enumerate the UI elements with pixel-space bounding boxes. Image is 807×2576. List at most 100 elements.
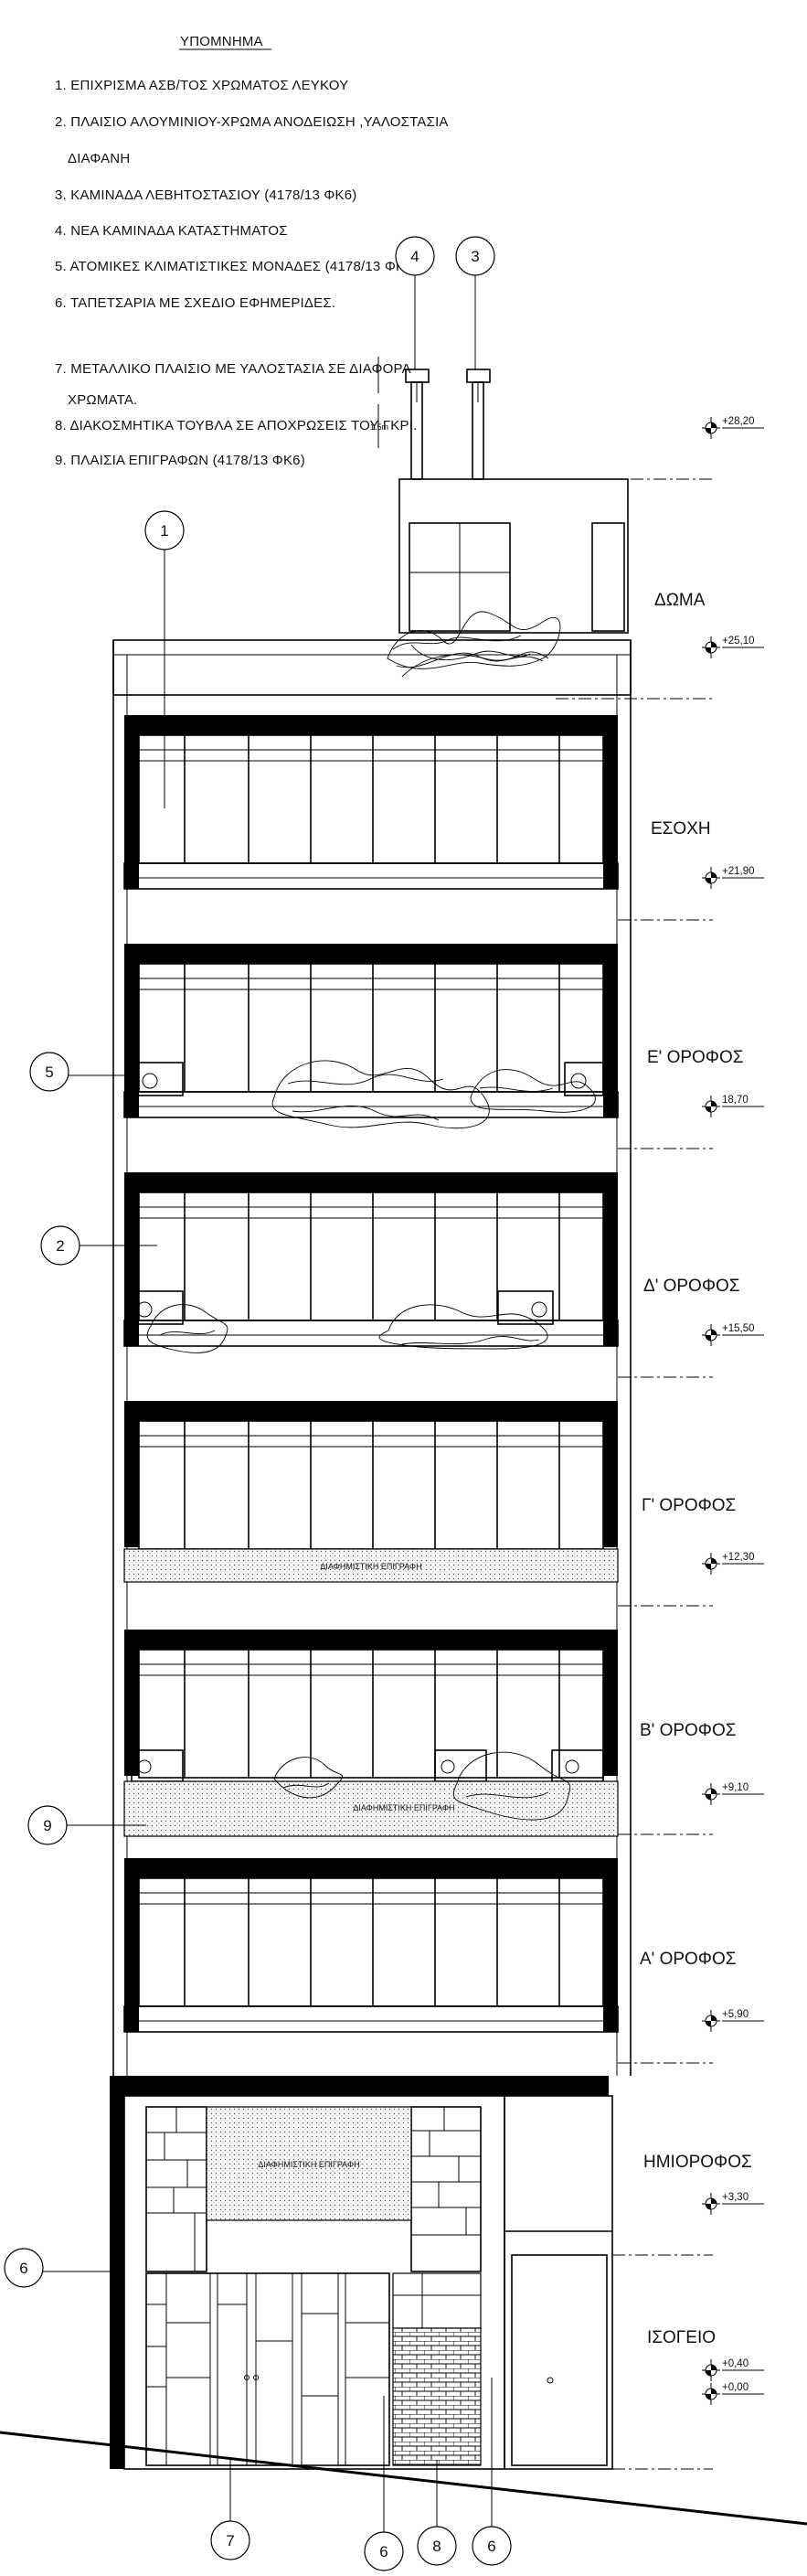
- floor-label-esoxi: ΕΣΟΧΗ: [651, 819, 711, 839]
- ac-unit: [564, 1062, 604, 1096]
- floor-label-roof: ΔΩΜΑ: [654, 591, 706, 610]
- level-value: +25,10: [722, 636, 755, 647]
- callout-5: 5: [29, 1052, 130, 1092]
- sign-panel: ΔΙΑΦΗΜΙΣΤΙΚΗ ΕΠΙΓΡΑΦΗ: [123, 1548, 619, 1583]
- callout-7-number: 7: [226, 2532, 234, 2549]
- mezzanine-sign-text: ΔΙΑΦΗΜΙΣΤΙΚΗ ΕΠΙΓΡΑΦΗ: [258, 2160, 359, 2169]
- callout-6-right: 6: [472, 2378, 512, 2566]
- level-value: +15,50: [722, 1323, 755, 1334]
- callout-8-number: 8: [432, 2538, 441, 2555]
- callout-8: 8: [417, 2460, 457, 2566]
- callout-5-number: 5: [45, 1064, 53, 1081]
- callout-3: 3: [455, 236, 495, 369]
- decorative-bricks: [392, 2272, 482, 2466]
- level-value: +21,90: [722, 866, 755, 877]
- callout-1-number: 1: [160, 522, 168, 540]
- ground-line: [0, 2431, 807, 2526]
- chimney-3: [466, 369, 491, 480]
- floor-4-facade: [123, 1172, 619, 1347]
- floor-2-facade: ΔΙΑΦΗΜΙΣΤΙΚΗ ΕΠΙΓΡΑΦΗ: [123, 1630, 619, 1837]
- callout-6-left-number: 6: [19, 2260, 27, 2277]
- level-markers: +28,20 +25,10 +21,90 18,70 +15,50 +12,30 +9,10…: [702, 416, 764, 2405]
- callout-6-left: 6: [4, 2248, 119, 2288]
- chimney-dimension: 1.5m: [370, 357, 388, 448]
- callout-2-number: 2: [56, 1237, 64, 1255]
- callout-3-number: 3: [471, 248, 479, 265]
- legend: ΥΠΟΜΝΗΜΑ 1. ΕΠΙΧΡΙΣΜΑ ΑΣΒ/ΤΟΣ ΧΡΩΜΑΤΟΣ Λ…: [55, 34, 449, 468]
- floor-1-facade: [123, 1858, 619, 2033]
- callout-4-number: 4: [410, 248, 419, 265]
- floor-label-1: Α' ΟΡΟΦΟΣ: [640, 1950, 737, 1969]
- level-value: 18,70: [722, 1095, 749, 1106]
- level-marker-ground: +0,40: [702, 2358, 764, 2381]
- ground-floor-facade: ΔΙΑΦΗΜΙΣΤΙΚΗ ΕΠΙΓΡΑΦΗ: [110, 2076, 613, 2470]
- building-outline: [112, 639, 632, 2076]
- floor-label-4: Δ' ΟΡΟΦΟΣ: [643, 1277, 740, 1296]
- floor-5-facade: [123, 944, 619, 1118]
- sign-panel-text: ΔΙΑΦΗΜΙΣΤΙΚΗ ΕΠΙΓΡΑΦΗ: [353, 1803, 454, 1812]
- level-marker-zero: +0,00: [702, 2382, 764, 2405]
- floor-label-5: Ε' ΟΡΟΦΟΣ: [647, 1048, 744, 1067]
- callout-4: 4: [395, 236, 435, 369]
- callout-2: 2: [40, 1225, 157, 1266]
- legend-item-3: 3. ΚΑΜΙΝΑΔΑ ΛΕΒΗΤΟΣΤΑΣΙΟΥ (4178/13 ΦΚ6): [55, 187, 357, 203]
- shop-door: [511, 2254, 608, 2466]
- legend-item-2: 2. ΠΛΑΙΣΙΟ ΑΛΟΥΜΙΝΙΟΥ-ΧΡΩΜΑ ΑΝΟΔΕΙΩΣΗ ,Υ…: [55, 114, 449, 130]
- level-marker-floor-5: 18,70: [702, 1095, 764, 1117]
- floor-label-3: Γ' ΟΡΟΦΟΣ: [642, 1496, 736, 1515]
- callout-7: 7: [210, 2460, 250, 2560]
- metal-frame-glazing: [145, 2106, 482, 2272]
- level-value: +0,00: [722, 2382, 749, 2393]
- callout-6-right-number: 6: [487, 2538, 495, 2555]
- level-value: +3,30: [722, 2192, 749, 2203]
- legend-item-6: 6. ΤΑΠΕΤΣΑΡΙΑ ΜΕ ΣΧΕΔΙΟ ΕΦΗΜΕΡΙΔΕΣ.: [55, 295, 335, 311]
- floor-labels: ΔΩΜΑ ΕΣΟΧΗ Ε' ΟΡΟΦΟΣ Δ' ΟΡΟΦΟΣ Γ' ΟΡΟΦΟΣ…: [640, 591, 752, 2347]
- level-value: +0,40: [722, 2358, 749, 2369]
- ac-unit: [497, 1290, 554, 1325]
- ac-unit: [127, 1062, 184, 1096]
- level-marker-roof-top: +28,20: [702, 416, 764, 439]
- level-value: +9,10: [722, 1782, 749, 1793]
- roof-structure: [398, 369, 629, 634]
- legend-item-7: 7. ΜΕΤΑΛΛΙΚΟ ΠΛΑΙΣΙΟ ΜΕ ΥΑΛΟΣΤΑΣΙΑ ΣΕ ΔΙ…: [55, 361, 411, 377]
- level-marker-floor-4: +15,50: [702, 1323, 764, 1346]
- entrance-doors: [145, 2272, 390, 2466]
- window-row-esoxi: [138, 734, 604, 864]
- callout-6-bottom: 6: [364, 2396, 404, 2571]
- level-marker-esoxi: +21,90: [702, 866, 764, 889]
- level-marker-floor-3: +12,30: [702, 1552, 764, 1575]
- callout-9-number: 9: [43, 1817, 51, 1834]
- legend-item-2-cont: ΔΙΑΦΑΝΗ: [68, 151, 130, 166]
- legend-item-4: 4. ΝΕΑ ΚΑΜΙΝΑΔΑ ΚΑΤΑΣΤΗΜΑΤΟΣ: [55, 223, 288, 239]
- floor-label-2: Β' ΟΡΟΦΟΣ: [640, 1721, 737, 1740]
- legend-item-9: 9. ΠΛΑΙΣΙΑ ΕΠΙΓΡΑΦΩΝ (4178/13 ΦΚ6): [55, 453, 305, 468]
- callout-6-bottom-number: 6: [379, 2543, 388, 2560]
- level-value: +5,90: [722, 2009, 749, 2020]
- level-marker-floor-1: +5,90: [702, 2009, 764, 2032]
- level-value: +12,30: [722, 1552, 755, 1563]
- level-marker-floor-2: +9,10: [702, 1782, 764, 1805]
- sign-panel-text: ΔΙΑΦΗΜΙΣΤΙΚΗ ΕΠΙΓΡΑΦΗ: [320, 1562, 421, 1571]
- level-marker-roof: +25,10: [702, 636, 764, 658]
- floor-3-facade: ΔΙΑΦΗΜΙΣΤΙΚΗ ΕΠΙΓΡΑΦΗ: [123, 1401, 619, 1583]
- chimney-4: [405, 369, 430, 480]
- floor-label-ground: ΙΣΟΓΕΙΟ: [647, 2328, 716, 2347]
- legend-item-7-cont: ΧΡΩΜΑΤΑ.: [68, 392, 137, 408]
- legend-item-5: 5. ΑΤΟΜΙΚΕΣ ΚΛΙΜΑΤΙΣΤΙΚΕΣ ΜΟΝΑΔΕΣ (4178/…: [55, 259, 418, 274]
- sign-panel: ΔΙΑΦΗΜΙΣΤΙΚΗ ΕΠΙΓΡΑΦΗ: [123, 1780, 619, 1837]
- callout-1: 1: [144, 510, 185, 808]
- legend-item-1: 1. ΕΠΙΧΡΙΣΜΑ ΑΣΒ/ΤΟΣ ΧΡΩΜΑΤΟΣ ΛΕΥΚΟΥ: [55, 78, 348, 93]
- shrubs: [146, 611, 596, 1821]
- level-marker-mezzanine: +3,30: [702, 2192, 764, 2215]
- level-value: +28,20: [722, 416, 755, 427]
- level-lines: [556, 478, 713, 2470]
- callouts: 1 2 3 4 5 6 6: [4, 236, 512, 2571]
- legend-title: ΥΠΟΜΝΗΜΑ: [180, 34, 263, 49]
- floor-label-mezzanine: ΗΜΙΟΡΟΦΟΣ: [643, 2153, 752, 2172]
- ac-unit: [434, 1749, 487, 1782]
- ac-unit: [127, 1290, 184, 1325]
- mezzanine-sign-panel: ΔΙΑΦΗΜΙΣΤΙΚΗ ΕΠΙΓΡΑΦΗ: [206, 2106, 412, 2221]
- chimney-dimension-label: 1.5m: [370, 422, 388, 432]
- floor-esoxi-facade: [123, 715, 619, 890]
